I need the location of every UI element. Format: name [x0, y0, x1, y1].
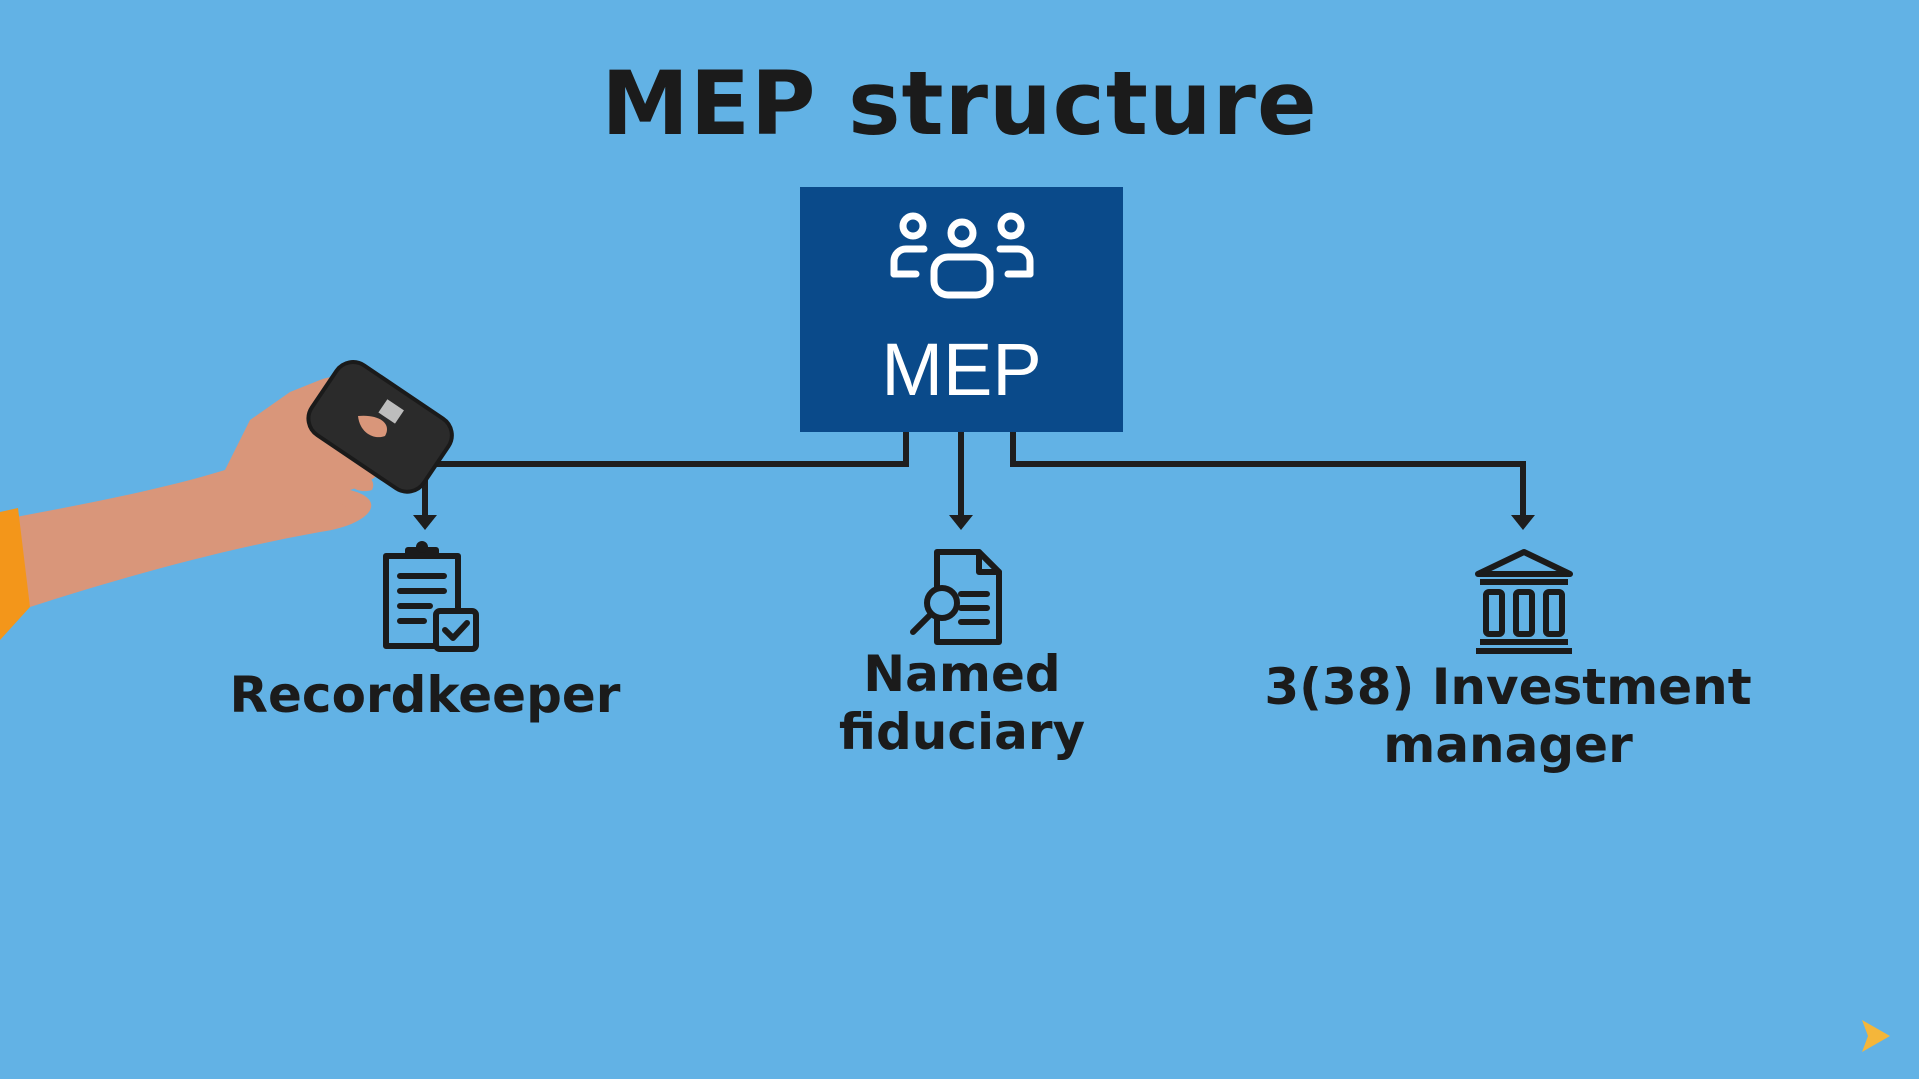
- group-people-icon: [890, 212, 1034, 299]
- bank-building-icon: [1475, 549, 1573, 654]
- arrowhead-left: [413, 515, 437, 530]
- connector-right: [1010, 432, 1526, 518]
- diagram-title: MEP structure: [601, 52, 1318, 155]
- node-label-recordkeeper: Recordkeeper: [229, 666, 621, 724]
- root-node-mep: MEP: [800, 187, 1123, 432]
- clipboard-checklist-icon: [383, 541, 479, 652]
- arrowhead-center: [949, 515, 973, 530]
- root-label: MEP: [881, 328, 1042, 411]
- arrowhead-right: [1511, 515, 1535, 530]
- document-search-icon: [910, 549, 1002, 645]
- hand-holding-phone-icon: [0, 360, 454, 640]
- connector-left: [422, 432, 909, 518]
- play-arrow-logo-icon: [1862, 1020, 1890, 1052]
